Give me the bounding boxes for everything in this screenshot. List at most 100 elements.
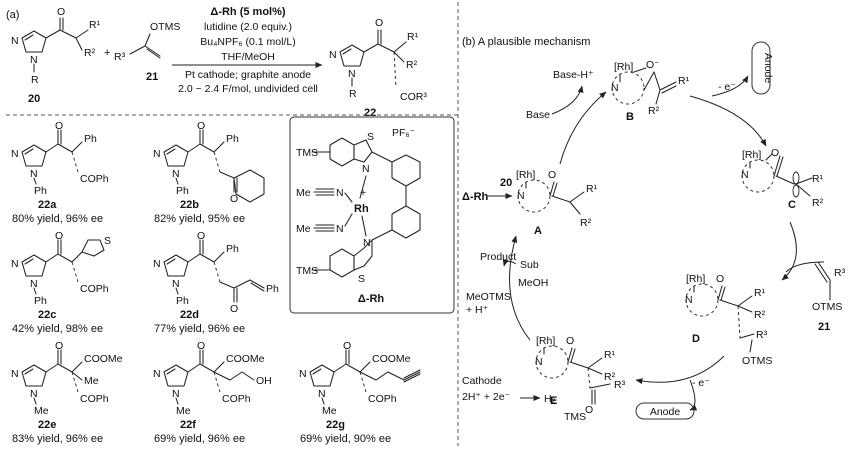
minus-electron-2: - e⁻ — [692, 377, 710, 389]
atom-r2: R² — [580, 217, 592, 229]
atom-n: N — [517, 190, 525, 202]
atom-r2: R² — [812, 197, 824, 209]
n-substituent: Me — [176, 405, 191, 417]
reaction-scheme: (a) N N R O R¹ R² 20 + OTMS — [6, 6, 427, 119]
nitrogen-atom: N — [363, 237, 371, 249]
yield-ee: 42% yield, 98% ee — [12, 323, 103, 335]
acetonitrile-methyl: Me — [296, 223, 311, 235]
solvent: THF/MeOH — [221, 51, 275, 63]
compound-id: 22f — [180, 419, 196, 431]
atom-otms: OTMS — [812, 301, 842, 313]
sulfur-atom: S — [367, 131, 374, 143]
meotms-label: MeOTMS — [466, 291, 511, 303]
atom-n: N — [348, 68, 356, 80]
intermediate-a: [Rh] N O R¹ R² A — [516, 169, 598, 237]
arrow-d-to-e — [635, 355, 725, 385]
atom-n: N — [11, 148, 19, 160]
rh-label: [Rh] — [686, 273, 705, 285]
product-22: N N R O R¹ R² COR³ 22 — [329, 17, 427, 119]
anode-bottom-label: Anode — [650, 406, 681, 418]
catalyst-box — [289, 116, 455, 314]
anode-top-box — [751, 41, 771, 95]
side-group: Ph — [226, 243, 239, 255]
atom-r1: R¹ — [678, 75, 690, 87]
yield-ee: 69% yield, 90% ee — [300, 433, 391, 445]
atom-r1: R¹ — [89, 19, 101, 31]
reagent-21-mech: R³ OTMS 21 — [812, 261, 846, 333]
substrate-20: N N R O R¹ R² 20 — [11, 6, 101, 105]
atom-n: N — [611, 82, 619, 94]
atom-o: O — [197, 230, 205, 242]
atom-n: N — [11, 35, 19, 47]
electrodes: Pt cathode; graphite anode — [185, 69, 311, 81]
atom-r3: R³ — [614, 379, 626, 391]
n-substituent: Ph — [34, 185, 47, 197]
label-a: A — [534, 225, 542, 237]
label-c: C — [788, 199, 796, 211]
panel-b-title: (b) A plausible mechanism — [462, 36, 590, 48]
atom-n: N — [318, 388, 326, 400]
base-label: Base — [526, 109, 550, 121]
pf6-counterion: PF₆⁻ — [392, 127, 416, 139]
tms-group: TMS — [296, 265, 318, 277]
hydrogen-label: H₂ — [544, 393, 556, 405]
tms-oxonium: TMS — [564, 411, 586, 423]
atom-r3: R³ — [834, 267, 846, 279]
nitrogen-atom: N — [362, 163, 370, 175]
atom-cor3: COR³ — [400, 91, 427, 103]
yield-ee: 80% yield, 96% ee — [12, 213, 103, 225]
atom-o: O — [566, 335, 574, 347]
n-substituent: Ph — [176, 295, 189, 307]
arrow-e-to-a — [509, 235, 531, 341]
atom-o: O — [55, 120, 63, 132]
reaction-conditions: Δ-Rh (5 mol%) lutidine (2.0 equiv.) Bu₄N… — [172, 6, 323, 95]
arrow-to-anode-bottom — [689, 379, 698, 411]
intermediate-e: [Rh] N O R¹ R² R³ O TMS E — [535, 335, 626, 423]
charge-plus: + — [360, 187, 366, 199]
methyl-group: Me — [84, 375, 99, 387]
atom-n: N — [741, 169, 749, 181]
compound-id: 22a — [38, 199, 57, 211]
label-21: 21 — [818, 321, 830, 333]
benzoyl-group: COPh — [222, 393, 251, 405]
compound-22-label: 22 — [364, 107, 376, 119]
base-h-label: Base-H⁺ — [553, 69, 594, 81]
rh-label: [Rh] — [614, 61, 633, 73]
benzoyl-group: COPh — [80, 393, 109, 405]
rh-label: [Rh] — [536, 335, 555, 347]
tms-group: TMS — [296, 147, 318, 159]
sulfur-atom: S — [358, 273, 365, 285]
atom-n: N — [535, 356, 543, 368]
arrow-a-to-b — [559, 91, 607, 165]
atom-r3: R³ — [756, 329, 768, 341]
atom-o: O — [55, 230, 63, 242]
n-substituent: Ph — [34, 295, 47, 307]
cathode-label: Cathode — [462, 375, 502, 387]
plus-sign: + — [104, 47, 110, 59]
n-substituent: Me — [322, 405, 337, 417]
label-b: B — [626, 111, 634, 123]
atom-n: N — [30, 168, 38, 180]
current-conditions: 2.0 ~ 2.4 F/mol, undivided cell — [178, 83, 318, 95]
atom-r2: R² — [406, 59, 418, 71]
catalyst-ref: Δ-Rh — [462, 191, 489, 203]
anode-bottom-box — [635, 402, 695, 420]
atom-r2: R² — [84, 47, 96, 59]
thiophene-sulfur: S — [104, 235, 111, 247]
atom-o: O — [57, 6, 65, 18]
atom-n: N — [685, 294, 693, 306]
side-group: COOMe — [226, 353, 265, 365]
compound-21-label: 21 — [146, 71, 158, 83]
atom-r2: R² — [648, 105, 660, 117]
mechanism-panel: (b) A plausible mechanism [Rh] N O⁻ R¹ R… — [462, 36, 846, 423]
atom-r3: R³ — [114, 51, 126, 63]
meoh-label: MeOH — [518, 277, 548, 289]
